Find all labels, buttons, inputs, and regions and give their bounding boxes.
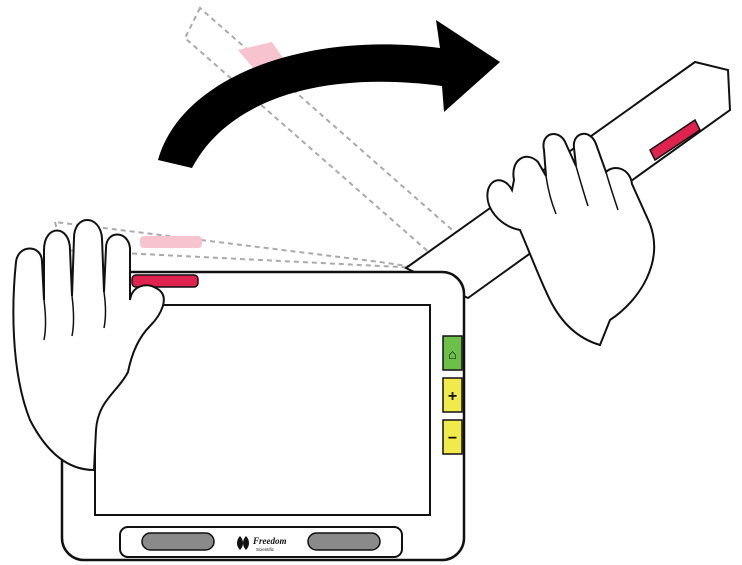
logo-brand-name: Freedom xyxy=(252,536,287,546)
top-red-button[interactable] xyxy=(131,274,199,288)
home-button[interactable] xyxy=(442,335,463,371)
left-grip[interactable] xyxy=(141,532,215,551)
logo-sub-name: Scientific xyxy=(256,547,275,552)
home-icon: ⌂ xyxy=(448,346,456,362)
freedom-scientific-logo: Freedom Scientific xyxy=(237,536,287,552)
left-hand xyxy=(12,219,165,472)
zoom-in-button[interactable] xyxy=(442,377,463,413)
zoom-out-button[interactable] xyxy=(442,419,463,455)
device-screen xyxy=(94,304,431,516)
right-hand xyxy=(486,133,655,347)
minus-icon: − xyxy=(448,430,457,447)
rotation-arrow xyxy=(158,20,500,168)
side-buttons: ⌂ + − xyxy=(442,335,463,455)
ghost-stand-upper xyxy=(183,6,477,264)
plus-icon: + xyxy=(448,388,457,405)
right-grip[interactable] xyxy=(307,532,381,551)
